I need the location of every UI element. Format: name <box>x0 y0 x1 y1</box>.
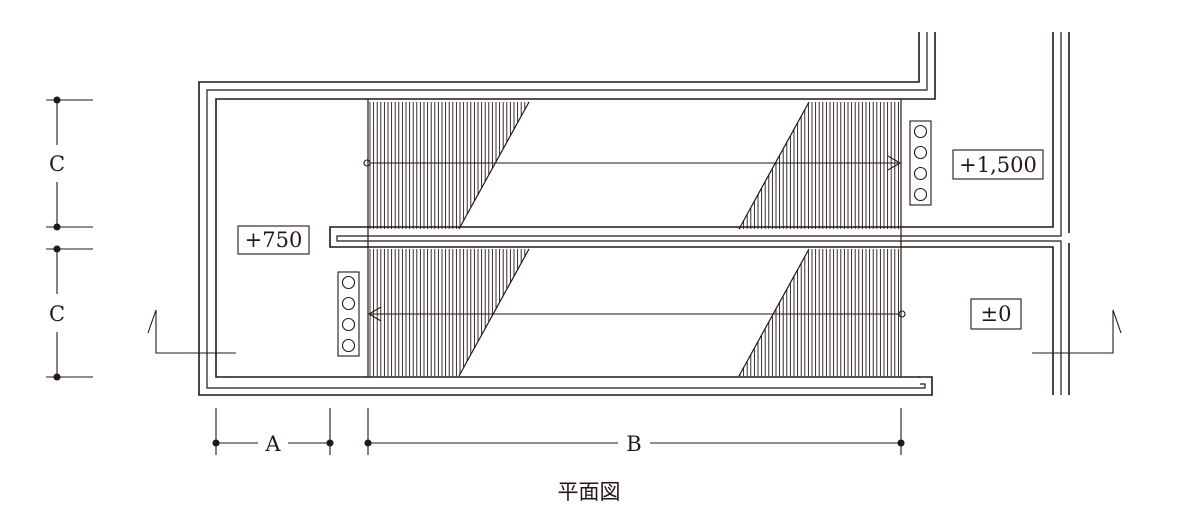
right-wall-line-2 <box>336 32 1062 395</box>
walls <box>198 32 1070 396</box>
dim-dot <box>53 223 61 231</box>
lower-arrowhead <box>367 306 382 322</box>
dim-dot <box>897 439 905 447</box>
lower-marker-circle <box>341 317 356 332</box>
upper-flight-treads-left <box>369 102 529 229</box>
upper-marker-frame <box>909 120 932 206</box>
mid-level-frame <box>237 225 310 255</box>
upper-flight-treads-right <box>739 102 899 229</box>
upper-break-left <box>458 101 530 230</box>
lower-arrow-start-dot <box>898 310 906 318</box>
lower-break-right <box>738 248 810 377</box>
dimension-lines-vertical <box>46 96 93 381</box>
upper-break-right <box>738 101 810 230</box>
dim-dot <box>212 439 220 447</box>
outer-wall-line-3 <box>215 32 936 378</box>
lower-flight-treads-left <box>369 249 529 376</box>
upper-level-frame <box>952 149 1044 180</box>
dim-label-b: B <box>626 432 641 456</box>
upper-arrow-start-dot <box>363 159 371 167</box>
direction-arrows <box>363 155 906 322</box>
outer-wall-line-2 <box>206 32 928 389</box>
right-wall-line-1 <box>329 32 1054 395</box>
break-lines <box>458 101 810 377</box>
section-mark-left <box>147 309 236 354</box>
lower-marker-circle <box>341 338 356 353</box>
level-labels: +1,500 +750 ±0 <box>237 149 1044 330</box>
section-mark-right <box>1032 309 1122 354</box>
dim-dot <box>53 373 61 381</box>
dim-label-upper-c: C <box>49 152 65 176</box>
dim-dot <box>53 245 61 253</box>
dimension-lines-horizontal <box>212 408 905 455</box>
upper-marker-circle <box>913 166 928 181</box>
stair-treads <box>369 102 899 376</box>
upper-level-label: +1,500 <box>959 153 1037 177</box>
ground-level-frame <box>970 298 1022 330</box>
dim-label-lower-c: C <box>49 302 65 326</box>
section-cut-markers <box>147 309 1122 354</box>
outer-wall-line-1 <box>198 32 933 396</box>
upper-arrowhead <box>887 155 902 171</box>
dim-dot <box>53 96 61 104</box>
dim-dot <box>326 439 334 447</box>
mid-level-label: +750 <box>245 228 303 252</box>
dim-label-a: A <box>264 432 281 456</box>
lower-break-left <box>458 248 530 377</box>
lower-marker-frame <box>337 271 360 357</box>
drawing-caption: 平面図 <box>558 480 621 504</box>
ground-level-label: ±0 <box>981 302 1012 326</box>
upper-marker-circle <box>913 187 928 202</box>
dim-dot <box>364 439 372 447</box>
lower-marker-circle <box>341 296 356 311</box>
upper-marker-circle <box>913 145 928 160</box>
lower-marker-circle <box>341 275 356 290</box>
upper-marker-circle <box>913 124 928 139</box>
circle-marker-stacks <box>337 120 932 357</box>
lower-flight-treads-right <box>739 249 899 376</box>
